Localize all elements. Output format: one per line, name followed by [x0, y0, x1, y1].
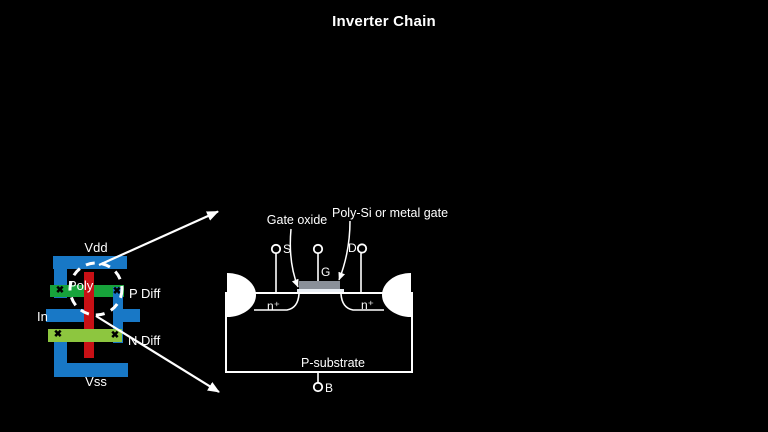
vdd-label: Vdd	[84, 240, 108, 255]
gate-label: G	[321, 265, 331, 279]
drain-terminal-icon	[356, 243, 368, 254]
p-substrate-label: P-substrate	[301, 356, 365, 370]
gate-oxide-label: Gate oxide	[266, 213, 328, 227]
contact-x-pdiff-left: ✖	[55, 285, 65, 296]
contact-x-ndiff-left: ✖	[53, 329, 63, 340]
zoom-circle	[68, 261, 124, 317]
n-plus-right-label: n⁺	[361, 298, 375, 312]
gate-material-leader-arrow	[338, 220, 351, 281]
output-metal-stub	[123, 309, 140, 322]
n-plus-left-outline	[254, 293, 300, 311]
substrate-box	[225, 292, 413, 373]
in-label: In	[37, 309, 48, 324]
field-oxide-right	[382, 273, 411, 317]
body-label: B	[325, 381, 334, 395]
gate-oxide-leader-arrow	[289, 228, 299, 288]
callout-arrow-bottom	[95, 315, 220, 393]
gate-material-label: Poly-Si or metal gate	[332, 206, 449, 220]
vss-label: Vss	[85, 374, 107, 389]
drain-label: D	[348, 241, 357, 255]
callout-arrow-top	[98, 210, 219, 267]
field-oxide-left	[227, 273, 256, 317]
gate-electrode	[299, 281, 340, 289]
source-label: S	[283, 242, 292, 256]
ndiff-label: N Diff	[128, 333, 161, 348]
vss-rail	[54, 363, 128, 377]
body-terminal-icon	[312, 381, 324, 393]
contact-x-ndiff-right: ✖	[110, 330, 120, 341]
poly-gate-bar	[84, 272, 94, 358]
poly-label: Poly	[68, 278, 94, 293]
gate-terminal-icon	[312, 243, 324, 255]
pdiff-label: P Diff	[129, 286, 161, 301]
source-terminal-icon	[270, 243, 282, 255]
input-metal-bar	[46, 309, 84, 322]
contact-x-pdiff-right: ✖	[112, 286, 122, 297]
slide-title: Inverter Chain	[332, 13, 436, 30]
output-metal-strip	[113, 287, 123, 343]
n-plus-left-label: n⁺	[267, 299, 281, 313]
n-plus-right-outline	[340, 293, 384, 311]
n-diffusion-bar	[48, 329, 122, 342]
vss-finger	[54, 342, 67, 364]
